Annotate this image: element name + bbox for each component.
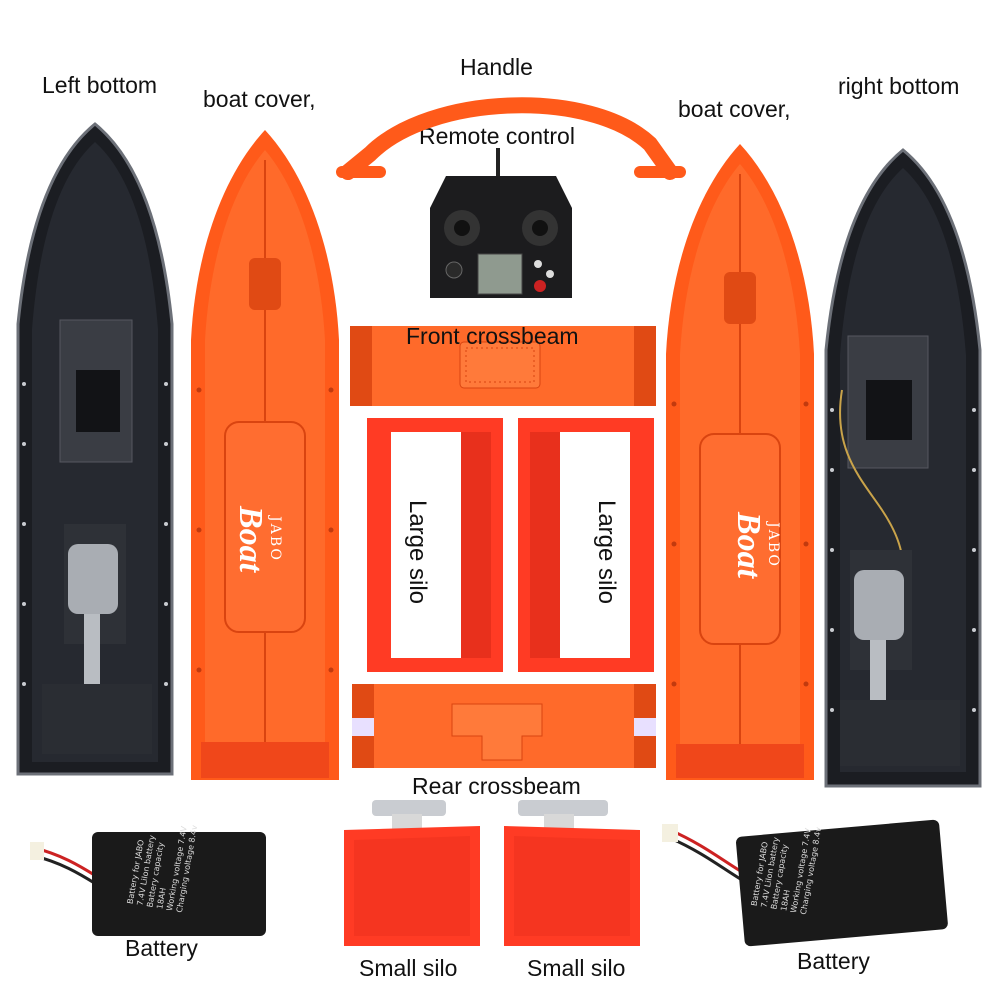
label-right-bottom: right bottom bbox=[838, 73, 960, 99]
rear-crossbeam bbox=[352, 684, 656, 774]
large-silo-left bbox=[367, 418, 503, 672]
logo-brand-right: JABO bbox=[765, 522, 781, 568]
logo-word-right: Boat bbox=[730, 511, 767, 579]
label-boat-cover-right: boat cover, bbox=[678, 96, 791, 122]
label-handle: Handle bbox=[460, 54, 533, 80]
remote-control bbox=[426, 148, 576, 308]
jabo-boat-logo-right: JABO Boat bbox=[730, 485, 781, 605]
logo-word-left: Boat bbox=[232, 505, 269, 573]
label-large-silo-right: Large silo bbox=[593, 499, 621, 605]
label-battery-left: Battery bbox=[125, 935, 198, 961]
right-bottom-hull bbox=[822, 148, 984, 790]
label-remote-control: Remote control bbox=[419, 123, 575, 149]
battery-right bbox=[662, 819, 950, 947]
label-front-crossbeam: Front crossbeam bbox=[406, 323, 579, 349]
left-bottom-hull bbox=[14, 122, 176, 789]
large-silo-right bbox=[518, 418, 654, 672]
logo-brand-left: JABO bbox=[267, 516, 283, 562]
label-small-silo-right: Small silo bbox=[527, 955, 626, 981]
label-boat-cover-left: boat cover, bbox=[203, 86, 316, 112]
right-boat-cover bbox=[662, 144, 818, 784]
label-left-bottom: Left bottom bbox=[42, 72, 158, 98]
front-crossbeam bbox=[350, 318, 656, 414]
handle bbox=[336, 84, 686, 184]
label-large-silo-left: Large silo bbox=[404, 499, 432, 605]
label-rear-crossbeam: Rear crossbeam bbox=[412, 773, 581, 799]
left-boat-cover bbox=[187, 130, 343, 785]
label-small-silo-left: Small silo bbox=[359, 955, 458, 981]
jabo-boat-logo-left: JABO Boat bbox=[232, 479, 283, 599]
small-silo-right bbox=[500, 796, 648, 950]
label-battery-right: Battery bbox=[797, 948, 870, 974]
battery-left bbox=[30, 826, 270, 938]
small-silo-left bbox=[340, 796, 488, 950]
